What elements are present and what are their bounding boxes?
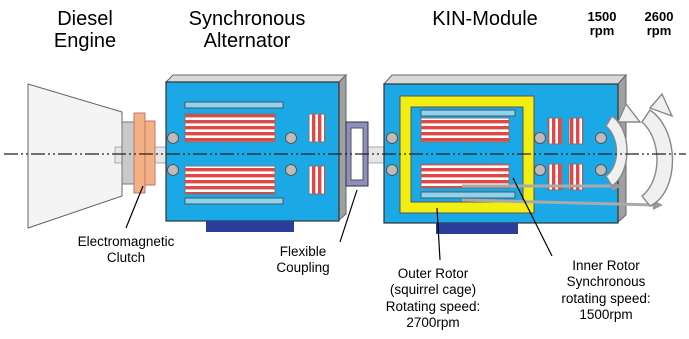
inner-rotor-leader bbox=[512, 177, 553, 257]
alternator-base bbox=[206, 221, 294, 232]
diesel-engine-body bbox=[27, 83, 123, 229]
coupling-leader bbox=[339, 189, 358, 243]
synchronous-alternator bbox=[164, 73, 348, 232]
rotation-arrow-icon bbox=[605, 92, 674, 207]
outer-rotor-label: Outer Rotor(squirrel cage)Rotating speed… bbox=[385, 266, 481, 331]
kin-module-title: KIN-Module bbox=[432, 8, 538, 30]
electromagnetic-clutch bbox=[121, 112, 156, 194]
outer-rotor-leader bbox=[436, 207, 441, 261]
clutch-leader bbox=[125, 185, 144, 229]
kin-base bbox=[436, 223, 518, 234]
